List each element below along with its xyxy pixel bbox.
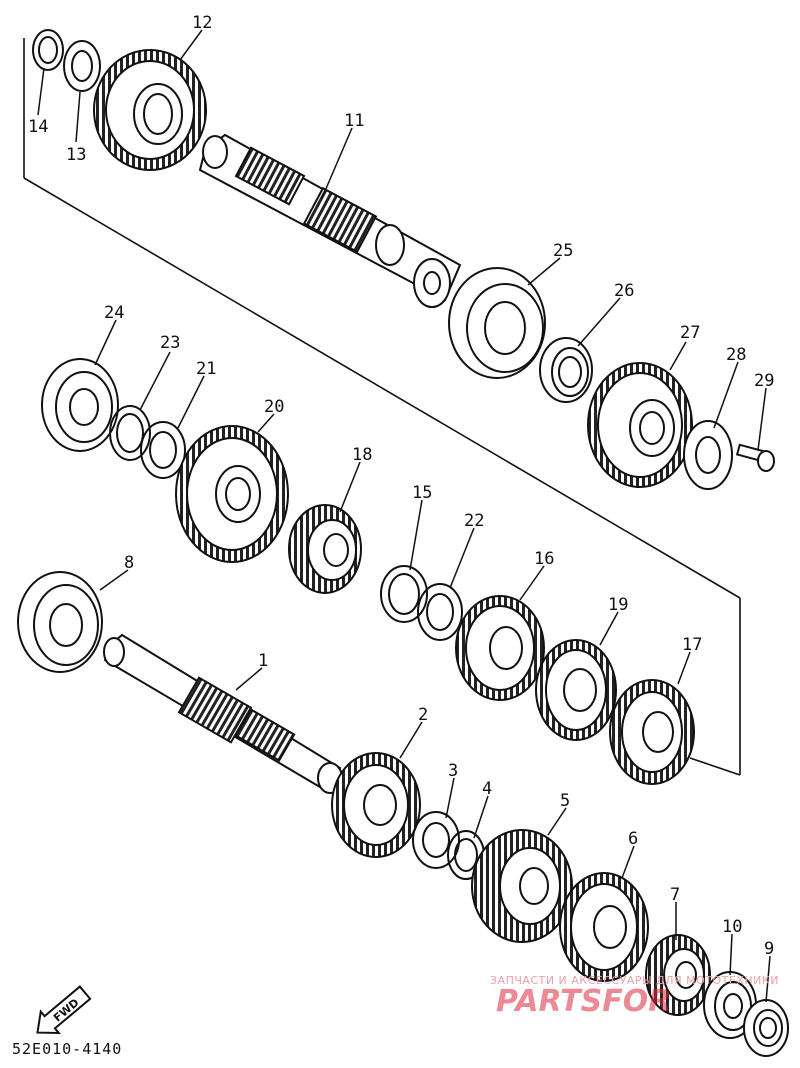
part-label: 18 xyxy=(352,445,372,465)
part-label: 9 xyxy=(764,939,774,959)
part-label: 5 xyxy=(560,791,570,811)
part-16-gear xyxy=(455,595,545,701)
part-6-gear xyxy=(559,872,649,982)
part-label: 3 xyxy=(448,761,458,781)
part-label: 4 xyxy=(482,779,492,799)
part-label: 1 xyxy=(258,651,268,671)
part-19-gear xyxy=(535,639,617,741)
part-21-washer xyxy=(140,421,186,479)
part-label: 8 xyxy=(124,553,134,573)
part-label: 15 xyxy=(412,483,432,503)
part-label: 22 xyxy=(464,511,484,531)
part-label: 12 xyxy=(192,13,212,33)
part-label: 24 xyxy=(104,303,124,323)
leader-lines xyxy=(37,29,771,1003)
part-22-washer xyxy=(417,583,463,641)
watermark-caption: ЗАПЧАСТИ И АКСЕССУАРЫ ДЛЯ МОТОТЕХНИКИ xyxy=(490,974,779,987)
part-12-gear xyxy=(93,49,207,171)
part-label: 27 xyxy=(680,323,700,343)
part-15-circlip xyxy=(380,565,428,623)
part-label: 20 xyxy=(264,397,284,417)
part-20-gear xyxy=(175,425,289,563)
part-5-gear xyxy=(471,829,573,943)
part-label: 2 xyxy=(418,705,428,725)
part-18-gear xyxy=(288,504,362,594)
part-28-lock-washer xyxy=(683,420,733,490)
part-label: 13 xyxy=(66,145,86,165)
part-17-gear xyxy=(609,679,695,785)
part-3-washer xyxy=(412,811,460,869)
part-label: 10 xyxy=(722,917,742,937)
part-2-gear xyxy=(331,752,421,858)
part-label: 25 xyxy=(553,241,573,261)
part-label: 26 xyxy=(614,281,634,301)
part-label: 6 xyxy=(628,829,638,849)
drawing-code: 52E010-4140 xyxy=(12,1040,123,1058)
part-label: 28 xyxy=(726,345,746,365)
part-label: 16 xyxy=(534,549,554,569)
part-27-drive-sprocket xyxy=(587,362,693,488)
part-7-gear xyxy=(645,934,711,1016)
forward-arrow-icon: FWD xyxy=(36,985,92,1035)
part-label: 19 xyxy=(608,595,628,615)
part-26-oil-seal xyxy=(539,337,593,403)
part-11-main-axle xyxy=(198,133,462,308)
part-label: 14 xyxy=(28,117,48,137)
part-label: 11 xyxy=(344,111,364,131)
part-label: 21 xyxy=(196,359,216,379)
group-boundary-lines xyxy=(23,38,741,776)
part-label: 29 xyxy=(754,371,774,391)
watermark-brand: PARTSFOR xyxy=(496,984,672,1019)
part-29-bolt xyxy=(735,443,775,472)
part-9-oil-seal xyxy=(743,999,789,1057)
part-24-bearing xyxy=(41,358,119,452)
part-13-washer xyxy=(63,40,101,92)
part-1-drive-axle xyxy=(103,633,343,794)
part-25-bearing xyxy=(448,267,546,379)
part-labels: 12 14 13 11 25 26 27 28 29 24 23 21 20 1… xyxy=(28,13,774,959)
part-23-circlip xyxy=(109,405,151,461)
part-label: 17 xyxy=(682,635,702,655)
part-label: 23 xyxy=(160,333,180,353)
part-14-circlip xyxy=(32,29,64,71)
part-8-bearing xyxy=(17,571,103,673)
part-label: 7 xyxy=(670,885,680,905)
